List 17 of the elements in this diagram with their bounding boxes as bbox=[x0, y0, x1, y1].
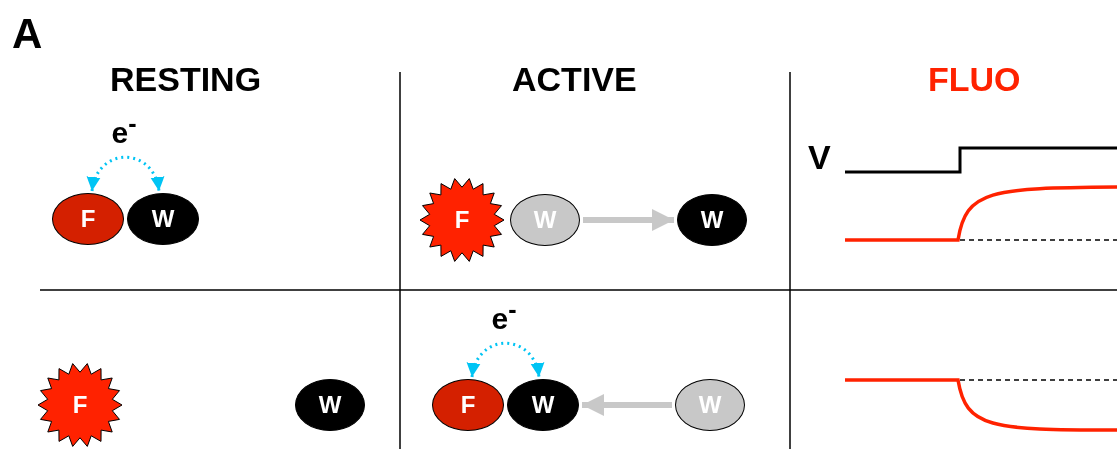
arrow bbox=[583, 209, 674, 231]
column-heading: ACTIVE bbox=[512, 60, 637, 99]
oval-node: F bbox=[432, 379, 504, 431]
curved-arrow bbox=[88, 155, 163, 192]
starburst-node: F bbox=[37, 362, 123, 448]
oval-node: W bbox=[507, 379, 579, 431]
oval-node: W bbox=[127, 193, 199, 245]
axis-label: V bbox=[808, 138, 831, 177]
oval-node: W bbox=[295, 379, 365, 431]
starburst-node: F bbox=[419, 177, 505, 263]
oval-node: W bbox=[677, 194, 747, 246]
curved-arrow bbox=[468, 341, 543, 378]
panel-letter: A bbox=[12, 10, 43, 58]
column-heading: RESTING bbox=[110, 60, 262, 99]
arrow bbox=[582, 394, 672, 416]
oval-node: F bbox=[52, 193, 124, 245]
column-heading: FLUO bbox=[928, 60, 1021, 99]
